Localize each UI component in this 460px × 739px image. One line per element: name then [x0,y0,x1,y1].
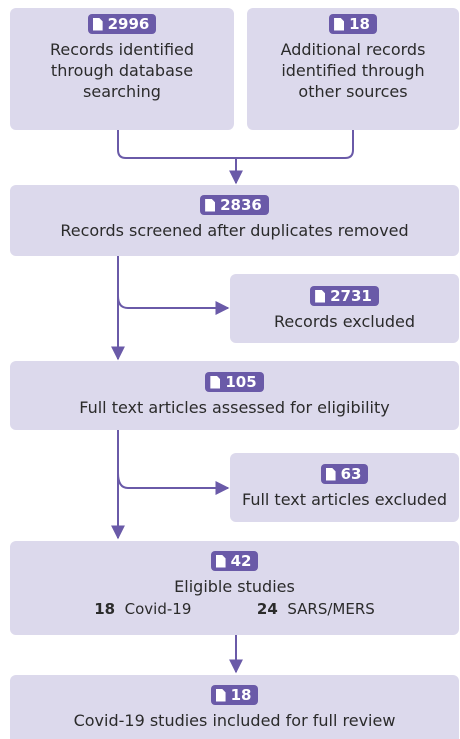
count-badge: 2731 [310,286,379,306]
screened-box: 2836 Records screened after duplicates r… [10,185,459,256]
count-badge: 63 [320,464,369,484]
included-label: Covid-19 studies included for full revie… [73,710,396,730]
included-box: 18 Covid-19 studies included for full re… [10,675,459,739]
fulltext-count: 105 [225,373,257,391]
excluded-count: 2731 [330,287,372,305]
eligible-breakdown: 18 Covid-19 24 SARS/MERS [20,599,449,619]
document-icon [215,554,226,568]
document-icon [215,688,226,702]
document-icon [334,17,345,31]
eligible-count: 42 [230,552,252,570]
excluded-label: Records excluded [274,311,415,331]
sars-count: 24 [256,599,278,618]
covid-label: Covid-19 [124,599,192,618]
count-badge: 42 [210,551,259,571]
document-icon [210,375,221,389]
sars-label: SARS/MERS [287,599,375,618]
fulltext-excluded-count: 63 [340,465,362,483]
arrow-to-excluded [117,295,230,315]
document-icon [205,198,216,212]
count-badge: 2836 [200,195,269,215]
screened-label: Records screened after duplicates remove… [60,220,409,240]
included-count: 18 [230,686,252,704]
database-label: Records identified through database sear… [49,39,195,101]
covid-count: 18 [94,599,116,618]
count-badge: 18 [329,14,377,34]
merge-connector [117,130,354,159]
other-label: Additional records identified through ot… [280,39,426,101]
count-badge: 105 [205,372,264,392]
arrow-to-fulltext-excluded [117,472,230,495]
eligible-label: Eligible studies [174,576,295,596]
count-badge: 18 [210,685,259,705]
eligible-box: 42 Eligible studies 18 Covid-19 24 SARS/… [10,541,459,635]
count-badge: 2996 [87,14,157,34]
document-icon [325,467,336,481]
database-count: 2996 [107,15,150,33]
fulltext-label: Full text articles assessed for eligibil… [79,397,390,417]
fulltext-excluded-label: Full text articles excluded [241,489,447,509]
document-icon [315,289,326,303]
fulltext-box: 105 Full text articles assessed for elig… [10,361,459,430]
other-sources-box: 18 Additional records identified through… [247,8,459,130]
other-count: 18 [349,15,370,33]
database-records-box: 2996 Records identified through database… [10,8,234,130]
screened-count: 2836 [220,196,262,214]
excluded-box: 2731 Records excluded [230,274,459,343]
fulltext-excluded-box: 63 Full text articles excluded [230,453,459,522]
document-icon [92,17,103,31]
